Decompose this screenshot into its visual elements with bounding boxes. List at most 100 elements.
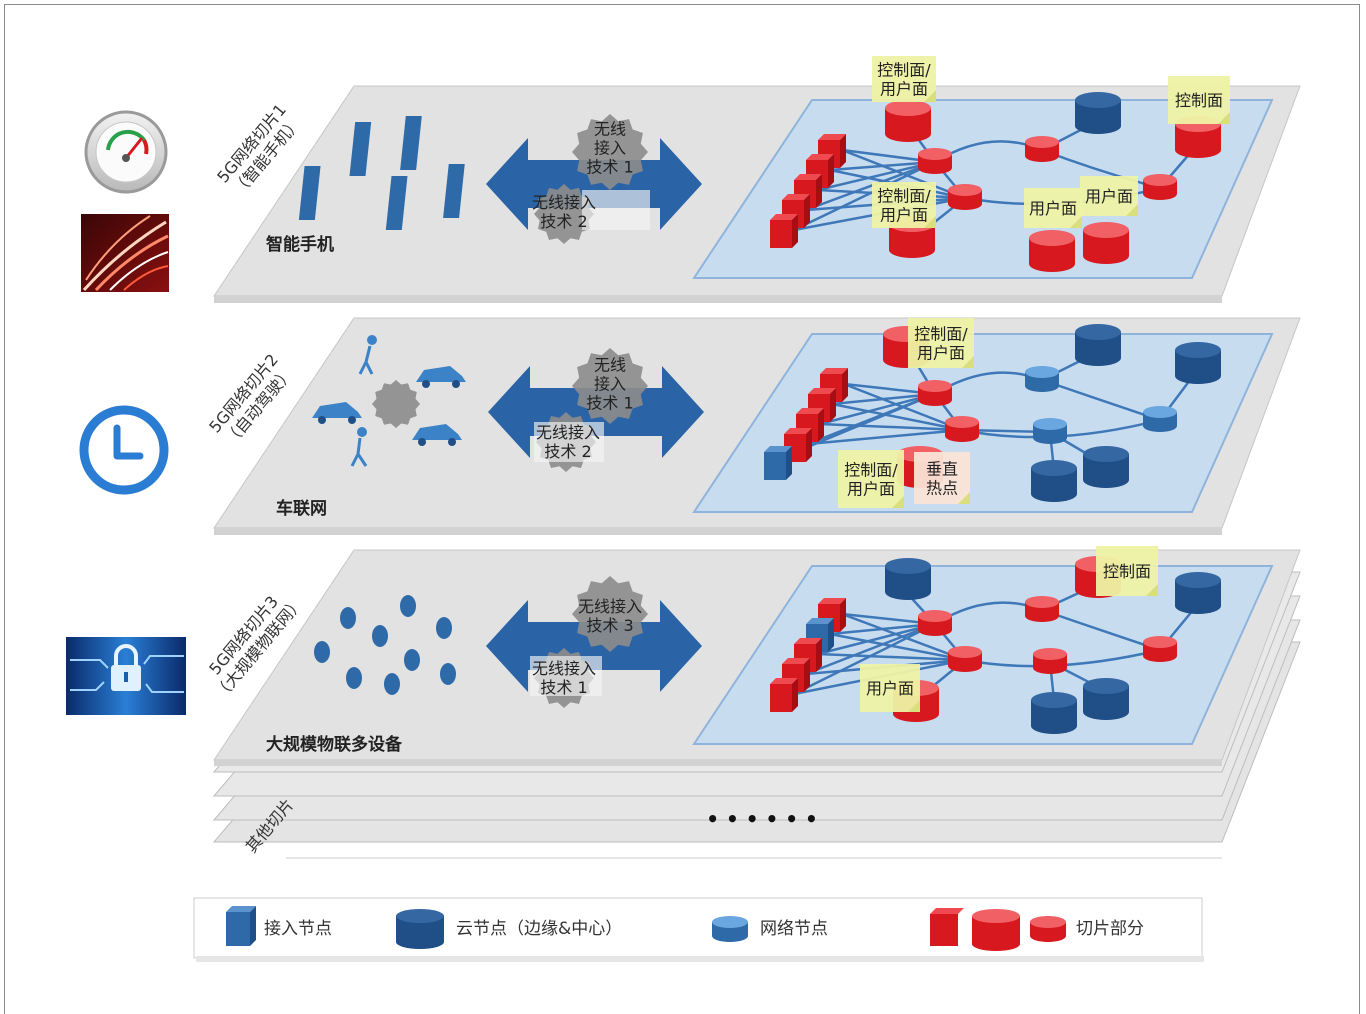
note-text: 用户面: [1085, 187, 1133, 206]
slice-plane-3-edge: [214, 760, 1222, 766]
network-link: [831, 392, 936, 406]
iot-device-icon: [346, 667, 362, 689]
network-link: [819, 422, 963, 432]
rat-label-line: 技术 2: [544, 442, 591, 461]
rat-gear-icon: [572, 114, 648, 190]
rat-label-backdrop: [582, 190, 650, 230]
note-text: 用户面: [866, 679, 914, 698]
cloud-node: [1083, 678, 1129, 720]
slice-network-node: [1143, 174, 1177, 200]
rat-label-line: 无线接入: [578, 597, 642, 616]
network-link: [829, 632, 966, 662]
slice-network-node: [918, 380, 952, 406]
pedestrian-icon: [358, 335, 377, 375]
sticky-note: 用户面: [1080, 176, 1138, 216]
network-link: [805, 160, 936, 212]
rat-gear-icon: [572, 348, 648, 424]
iot-device-icon: [314, 641, 330, 663]
network-link: [817, 652, 966, 662]
rat-label-line: 无线: [594, 120, 626, 139]
cloud-node: [1075, 324, 1121, 366]
legend-network-node: 网络节点: [760, 919, 828, 939]
network-link: [805, 622, 936, 676]
rat-label-line: 技术 1: [586, 394, 633, 413]
sticky-note: 控制面/用户面: [838, 450, 904, 508]
slice-network-node: [948, 184, 982, 210]
note-text: 控制面/: [914, 325, 968, 344]
rat-gear-icon: [572, 576, 648, 652]
legend: 接入节点 云节点（边缘&中心） 网络节点 切片部分: [193, 897, 1204, 962]
iot-device-icon: [340, 607, 356, 629]
car-icon: [412, 424, 462, 446]
sticky-note: 控制面/用户面: [908, 318, 974, 368]
slice-network-node: [1033, 648, 1067, 674]
slice-network-node: [1025, 136, 1059, 162]
iot-device-icon: [400, 595, 416, 617]
rat-label-line: 技术 2: [540, 212, 587, 231]
gauge-icon: [84, 110, 168, 194]
rat-label-line: 技术 3: [586, 616, 633, 635]
slice-access-node: [770, 678, 798, 712]
slice-cloud-node: [1029, 230, 1075, 272]
padlock-circuit-icon: [66, 637, 186, 715]
slice-plane-2-edge: [214, 528, 1222, 535]
rat-label-line: 无线: [594, 356, 626, 375]
iot-devices: [314, 595, 456, 695]
slice-plane-1-edge: [214, 296, 1222, 303]
legend-cloud-node-icon: [396, 909, 444, 949]
iot-device-icon: [372, 625, 388, 647]
iot-device-icon: [440, 663, 456, 685]
network-link: [807, 428, 963, 446]
network-node: [1033, 418, 1067, 444]
sticky-note: 用户面: [1024, 188, 1082, 228]
rat-label-line: 接入: [594, 139, 626, 158]
rat-label-backdrop: [534, 422, 604, 462]
note-text: 用户面: [917, 344, 965, 363]
car-icon: [312, 402, 362, 424]
rat-label-line: 技术 1: [586, 158, 633, 177]
network-link: [793, 622, 936, 696]
cloud-node: [885, 558, 931, 600]
network-link: [829, 160, 936, 172]
note-text: 控制面/: [877, 61, 931, 80]
note-text: 用户面: [1029, 199, 1077, 218]
cloud-node: [1175, 342, 1221, 384]
rat-label-line: 接入: [594, 375, 626, 394]
light-trails-icon: [81, 214, 169, 292]
slice-access-node: [770, 214, 798, 248]
rat-label-line: 技术 1: [540, 678, 587, 697]
access-node: [764, 446, 792, 480]
pedestrian-icon: [350, 427, 368, 467]
rat-label-line: 无线接入: [532, 193, 596, 212]
note-text: 控制面: [1175, 91, 1223, 110]
note-text: 控制面: [1103, 562, 1151, 581]
slice-network-node: [918, 148, 952, 174]
network-link: [793, 160, 936, 232]
sticky-notes: 控制面/用户面控制面控制面/用户面用户面用户面控制面/用户面控制面/用户面垂直热…: [838, 56, 1230, 712]
network-link: [817, 160, 936, 192]
network-node: [1025, 366, 1059, 392]
v2x-hub-gear-icon: [372, 380, 420, 428]
rat-gear-icon: [534, 184, 594, 244]
legend-slice-part-icon: [930, 908, 1066, 951]
sticky-note: 控制面/用户面: [872, 182, 936, 228]
sticky-note: 控制面: [1096, 546, 1158, 596]
sticky-note: 用户面: [860, 664, 920, 712]
clock-icon: [79, 405, 169, 495]
device-label-v2x: 车联网: [276, 498, 327, 519]
legend-slice-part: 切片部分: [1076, 919, 1144, 939]
note-text: 用户面: [880, 80, 928, 99]
slice-network-node: [945, 416, 979, 442]
legend-access-node: 接入节点: [264, 919, 332, 939]
network-link: [831, 402, 963, 432]
car-icon: [416, 366, 466, 388]
rat-label-line: 无线接入: [532, 659, 596, 678]
slice-network-node: [1143, 636, 1177, 662]
more-slices-ellipsis: • • • • • •: [706, 807, 818, 831]
slice-network-node: [948, 646, 982, 672]
note-text: 控制面/: [844, 461, 898, 480]
cloud-node: [1083, 446, 1129, 488]
slice-network-node: [918, 610, 952, 636]
